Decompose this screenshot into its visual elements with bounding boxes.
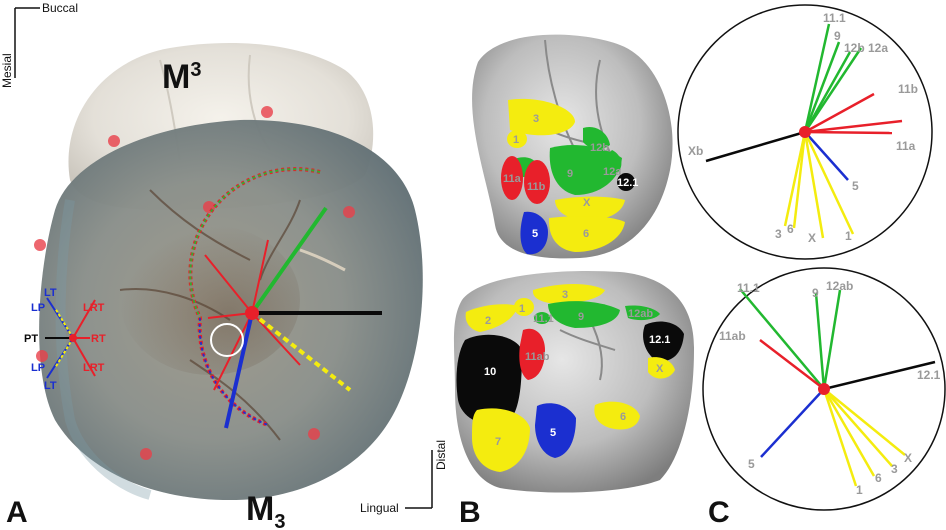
svg-text:2: 2: [485, 315, 491, 327]
polar-top-vectors: [705, 23, 903, 239]
svg-text:9: 9: [834, 29, 841, 43]
svg-text:1: 1: [513, 134, 519, 146]
svg-text:6: 6: [620, 411, 626, 423]
glyph-legend: LT LP PT LRT RT LP LT LRT: [24, 287, 106, 392]
upper-region-labels: 3 1 11a 11b 9 12b 12a 12.1 X 6 5: [503, 113, 638, 240]
glyph-lp-top: LP: [31, 302, 45, 314]
glyph-lrt-top: LRT: [83, 302, 105, 314]
svg-text:X: X: [656, 363, 664, 375]
svg-text:11ab: 11ab: [525, 351, 550, 363]
svg-text:12b: 12b: [844, 41, 865, 55]
svg-text:11.1: 11.1: [823, 11, 846, 25]
upper-tooth-name: M3: [162, 58, 201, 96]
svg-text:12.1: 12.1: [617, 177, 638, 189]
lingual-label: Lingual: [360, 501, 399, 515]
upper-regions: [501, 98, 635, 255]
glyph-rt: RT: [91, 333, 106, 345]
svg-text:3: 3: [533, 113, 539, 125]
svg-text:9: 9: [812, 286, 819, 300]
glyph-lrt-bottom: LRT: [83, 362, 105, 374]
glyph-lt-bottom: LT: [44, 380, 57, 392]
svg-text:Xb: Xb: [688, 144, 703, 158]
center-point: [245, 306, 259, 320]
glyph-pt: PT: [24, 333, 38, 345]
svg-text:7: 7: [495, 436, 501, 448]
svg-text:5: 5: [852, 179, 859, 193]
panel-letter-b: B: [459, 496, 481, 529]
svg-text:12ab: 12ab: [628, 308, 653, 320]
svg-text:12a: 12a: [868, 41, 888, 55]
svg-text:12b: 12b: [590, 142, 609, 154]
svg-text:12.1: 12.1: [917, 368, 941, 382]
lower-region-labels: 2 1 3 11.1 9 12ab 12.1 X 10 11ab 7 5 6: [484, 289, 670, 448]
glyph-lt-top: LT: [44, 287, 57, 299]
svg-text:X: X: [583, 197, 591, 209]
blue-vector: [224, 312, 254, 429]
svg-text:3: 3: [891, 462, 898, 476]
svg-text:6: 6: [583, 228, 589, 240]
svg-text:11a: 11a: [503, 173, 522, 185]
svg-text:6: 6: [787, 222, 794, 236]
lower-regions: [456, 284, 684, 472]
panel-b: 3 1 11a 11b 9 12b 12a 12.1 X 6 5: [453, 34, 695, 529]
svg-text:X: X: [808, 231, 816, 245]
svg-text:12.1: 12.1: [649, 334, 670, 346]
svg-text:5: 5: [532, 228, 538, 240]
polar-top-labels: 11.1 9 12b 12a 11b 11a 5 1 X 6 3 Xb: [688, 11, 918, 245]
svg-text:1: 1: [519, 303, 525, 315]
mesial-label: Mesial: [0, 53, 14, 88]
distal-label: Distal: [434, 440, 448, 470]
svg-text:10: 10: [484, 366, 496, 378]
svg-text:9: 9: [567, 168, 573, 180]
panel-letter-a: A: [6, 496, 28, 529]
orientation-bottom: Lingual Distal: [360, 440, 448, 515]
svg-text:1: 1: [845, 229, 852, 243]
svg-text:5: 5: [550, 427, 556, 439]
panel-a: Buccal Mesial: [0, 1, 448, 530]
svg-text:X: X: [904, 451, 912, 465]
lower-tooth-name: M3: [246, 490, 285, 530]
svg-text:11b: 11b: [898, 82, 918, 96]
green-vector: [250, 206, 328, 315]
svg-text:11.1: 11.1: [533, 313, 554, 325]
svg-text:11.1: 11.1: [737, 281, 760, 295]
buccal-label: Buccal: [42, 1, 78, 15]
orientation-top: Buccal Mesial: [0, 1, 78, 88]
svg-text:12ab: 12ab: [826, 279, 853, 293]
panel-c: 11.1 9 12b 12a 11b 11a 5 1 X 6 3 Xb: [677, 4, 946, 529]
svg-text:5: 5: [748, 457, 755, 471]
polar-bottom-labels: 11.1 9 12ab 11ab 12.1 X 3 6 1 5: [719, 279, 941, 497]
svg-text:3: 3: [775, 227, 782, 241]
svg-text:12a: 12a: [603, 166, 622, 178]
glyph-lp-bottom: LP: [31, 362, 45, 374]
svg-text:11b: 11b: [527, 181, 546, 193]
svg-text:11ab: 11ab: [719, 329, 746, 343]
panel-letter-c: C: [708, 496, 730, 529]
svg-text:6: 6: [875, 471, 882, 485]
svg-text:1: 1: [856, 483, 863, 497]
polar-bottom-vectors: [739, 288, 936, 487]
yellow-vector: [250, 311, 352, 392]
svg-text:11a: 11a: [896, 139, 916, 153]
svg-text:3: 3: [562, 289, 568, 301]
svg-text:9: 9: [578, 311, 584, 323]
contact-circle: [210, 323, 244, 357]
